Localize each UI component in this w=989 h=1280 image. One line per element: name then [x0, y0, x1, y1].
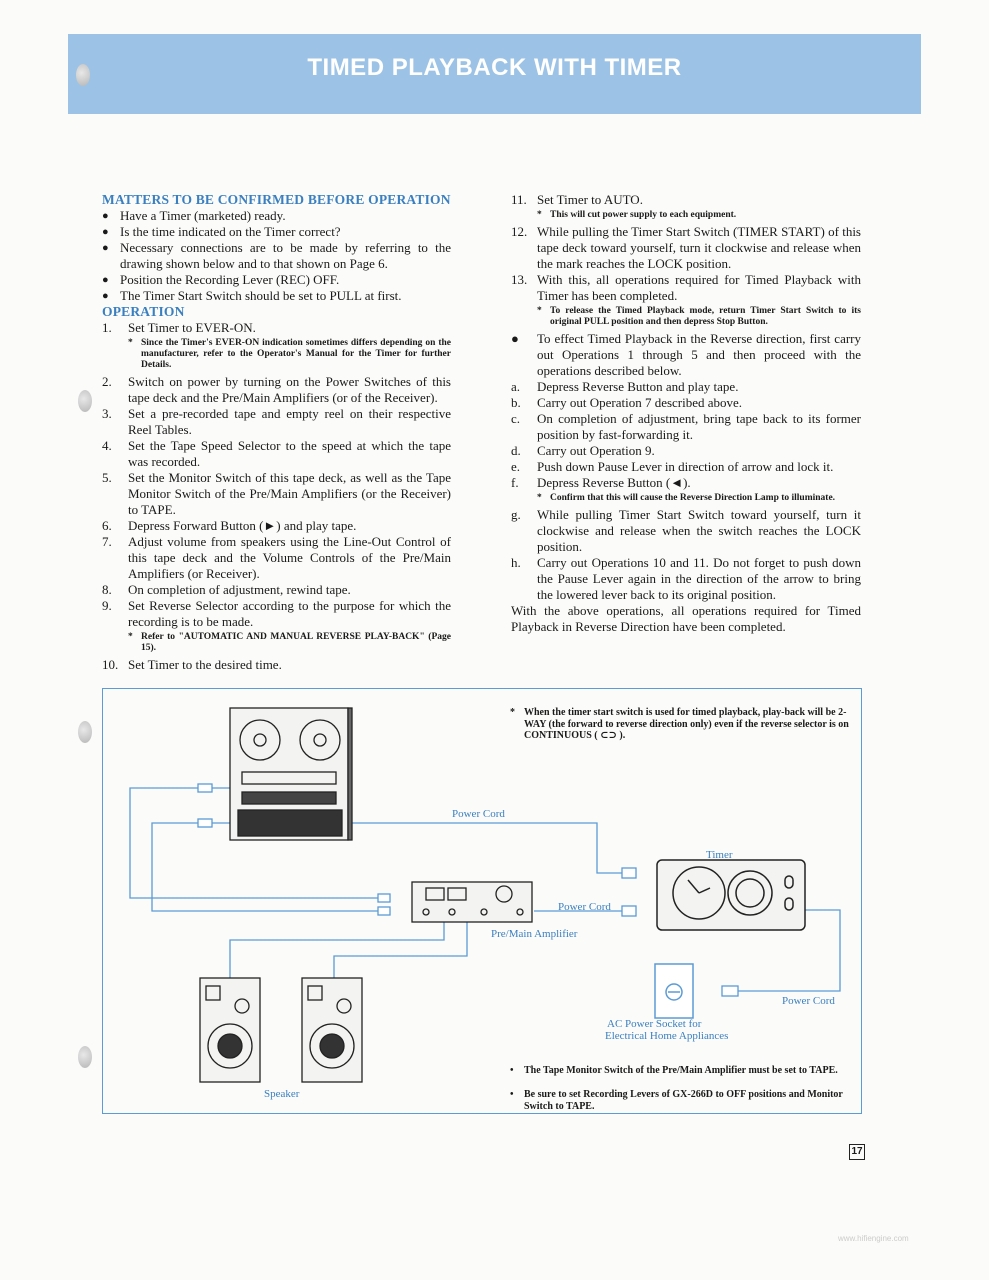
- connection-diagram: [102, 688, 862, 1114]
- substep-item: e.Push down Pause Lever in direction of …: [511, 459, 834, 474]
- closing-text: With the above operations, all operation…: [511, 603, 861, 634]
- substep-item: a.Depress Reverse Button and play tape.: [511, 379, 739, 394]
- socket-label: Electrical Home Appliances: [605, 1030, 729, 1042]
- power-cord-label: Power Cord: [452, 808, 505, 820]
- list-item: ●Position the Recording Lever (REC) OFF.: [102, 272, 340, 287]
- step-item: 9.Set Reverse Selector according to the …: [102, 598, 451, 629]
- diagram-note: •Be sure to set Recording Levers of GX-2…: [510, 1089, 843, 1112]
- substep-item: f.Depress Reverse Button (◄).: [511, 475, 691, 490]
- step-item: 7.Adjust volume from speakers using the …: [102, 534, 451, 581]
- amplifier-label: Pre/Main Amplifier: [491, 928, 578, 940]
- timer-label: Timer: [706, 849, 733, 861]
- section-heading-operation: OPERATION: [102, 304, 185, 319]
- substep-item: d.Carry out Operation 9.: [511, 443, 655, 458]
- step-item: 8.On completion of adjustment, rewind ta…: [102, 582, 351, 597]
- diagram-note: *When the timer start switch is used for…: [510, 707, 849, 741]
- speaker-icon: [199, 977, 363, 1083]
- connection-diagram-drawing: [129, 707, 841, 1083]
- step-item: 4.Set the Tape Speed Selector to the spe…: [102, 438, 451, 469]
- step-note: *To release the Timed Playback mode, ret…: [537, 306, 861, 327]
- step-item: 12.While pulling the Timer Start Switch …: [511, 224, 861, 271]
- step-item: 13.With this, all operations required fo…: [511, 272, 861, 303]
- substep-item: c.On completion of adjustment, bring tap…: [511, 411, 861, 442]
- list-item: ●Is the time indicated on the Timer corr…: [102, 224, 341, 239]
- section-heading-matters: MATTERS TO BE CONFIRMED BEFORE OPERATION: [102, 192, 451, 207]
- right-column: 11.Set Timer to AUTO. *This will cut pow…: [511, 192, 861, 635]
- binder-hole-icon: [76, 64, 90, 86]
- step-item: 6.Depress Forward Button (►) and play ta…: [102, 518, 357, 533]
- list-item: ●Have a Timer (marketed) ready.: [102, 208, 286, 223]
- step-item: 2.Switch on power by turning on the Powe…: [102, 374, 451, 405]
- watermark-text: www.hifiengine.com: [838, 1234, 909, 1243]
- timer-icon: [656, 859, 806, 931]
- step-item: 1.Set Timer to EVER-ON.: [102, 320, 256, 335]
- step-item: 11.Set Timer to AUTO.: [511, 192, 643, 207]
- title-banner: TIMED PLAYBACK WITH TIMER: [68, 34, 921, 114]
- page-title: TIMED PLAYBACK WITH TIMER: [307, 54, 682, 81]
- amplifier-icon: [411, 881, 533, 923]
- socket-label: AC Power Socket for: [607, 1018, 702, 1030]
- binder-hole-icon: [78, 390, 92, 412]
- binder-hole-icon: [78, 1046, 92, 1068]
- step-item: 3.Set a pre-recorded tape and empty reel…: [102, 406, 451, 437]
- page-number: 17: [849, 1144, 865, 1160]
- substep-item: h.Carry out Operations 10 and 11. Do not…: [511, 555, 861, 602]
- step-note: *Since the Timer's EVER-ON indication so…: [128, 338, 451, 370]
- substep-item: g.While pulling Timer Start Switch towar…: [511, 507, 861, 554]
- step-note: *This will cut power supply to each equi…: [537, 210, 737, 220]
- diagram-note: •The Tape Monitor Switch of the Pre/Main…: [510, 1065, 838, 1076]
- list-item: ●Necessary connections are to be made by…: [102, 240, 451, 271]
- list-item: ●To effect Timed Playback in the Reverse…: [511, 331, 861, 378]
- step-item: 10.Set Timer to the desired time.: [102, 657, 282, 672]
- power-cord-label: Power Cord: [558, 901, 611, 913]
- step-note: *Confirm that this will cause the Revers…: [537, 493, 836, 503]
- step-note: *Refer to "AUTOMATIC AND MANUAL REVERSE …: [128, 632, 451, 653]
- left-column: MATTERS TO BE CONFIRMED BEFORE OPERATION…: [102, 192, 451, 673]
- tape-deck-icon: [229, 707, 353, 841]
- speaker-label: Speaker: [264, 1088, 300, 1100]
- step-item: 5.Set the Monitor Switch of this tape de…: [102, 470, 451, 517]
- substep-item: b.Carry out Operation 7 described above.: [511, 395, 743, 410]
- binder-hole-icon: [78, 721, 92, 743]
- list-item: ●The Timer Start Switch should be set to…: [102, 288, 402, 303]
- ac-socket-icon: [654, 963, 694, 1019]
- power-cord-label: Power Cord: [782, 995, 835, 1007]
